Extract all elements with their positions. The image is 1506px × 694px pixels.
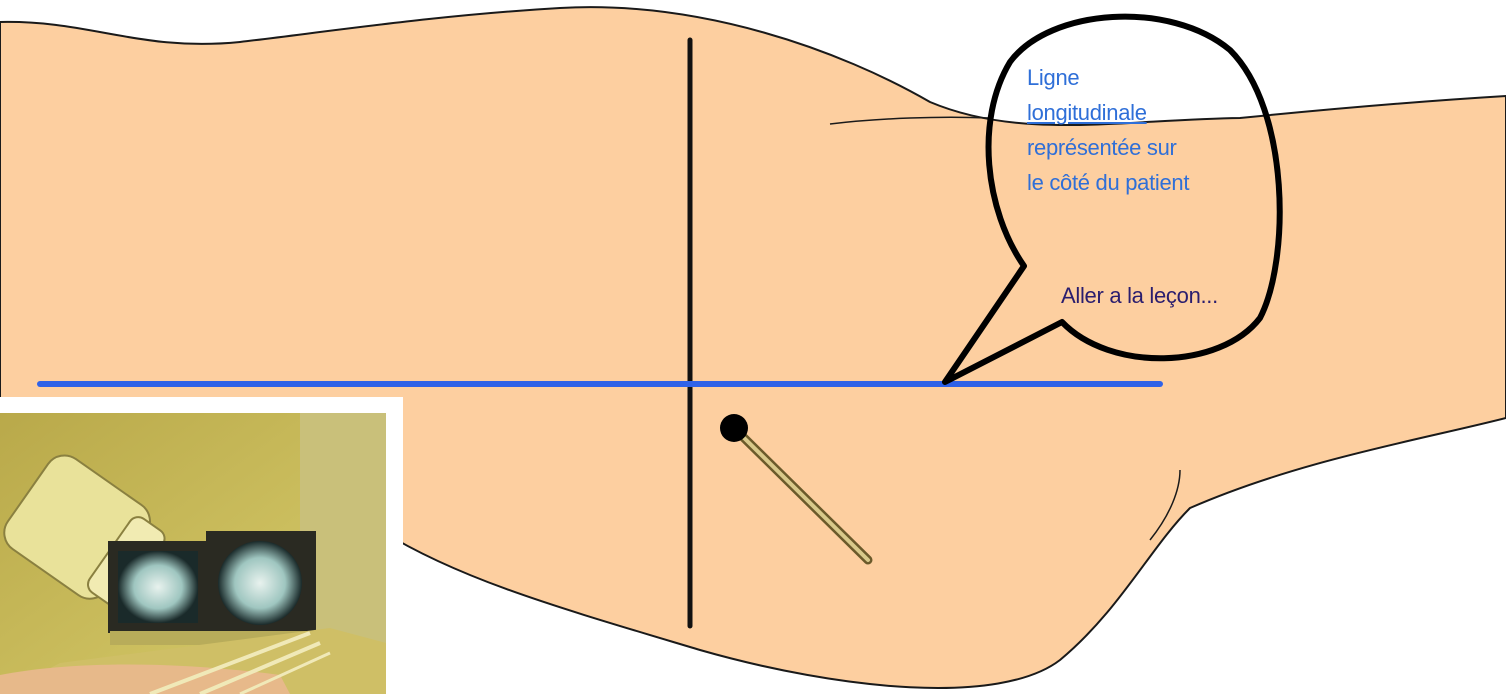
c-arm-photo-icon [0,413,386,694]
bubble-line-2: longitudinale [1027,95,1257,130]
photo-frame [0,397,403,694]
bubble-line-1: Ligne [1027,60,1257,95]
bubble-line-4: le côté du patient [1027,165,1257,200]
bubble-line-3: représentée sur [1027,130,1257,165]
bubble-caption: Ligne longitudinale représentée sur le c… [1027,60,1257,200]
go-to-lesson-link[interactable]: Aller a la leçon... [1061,283,1218,309]
